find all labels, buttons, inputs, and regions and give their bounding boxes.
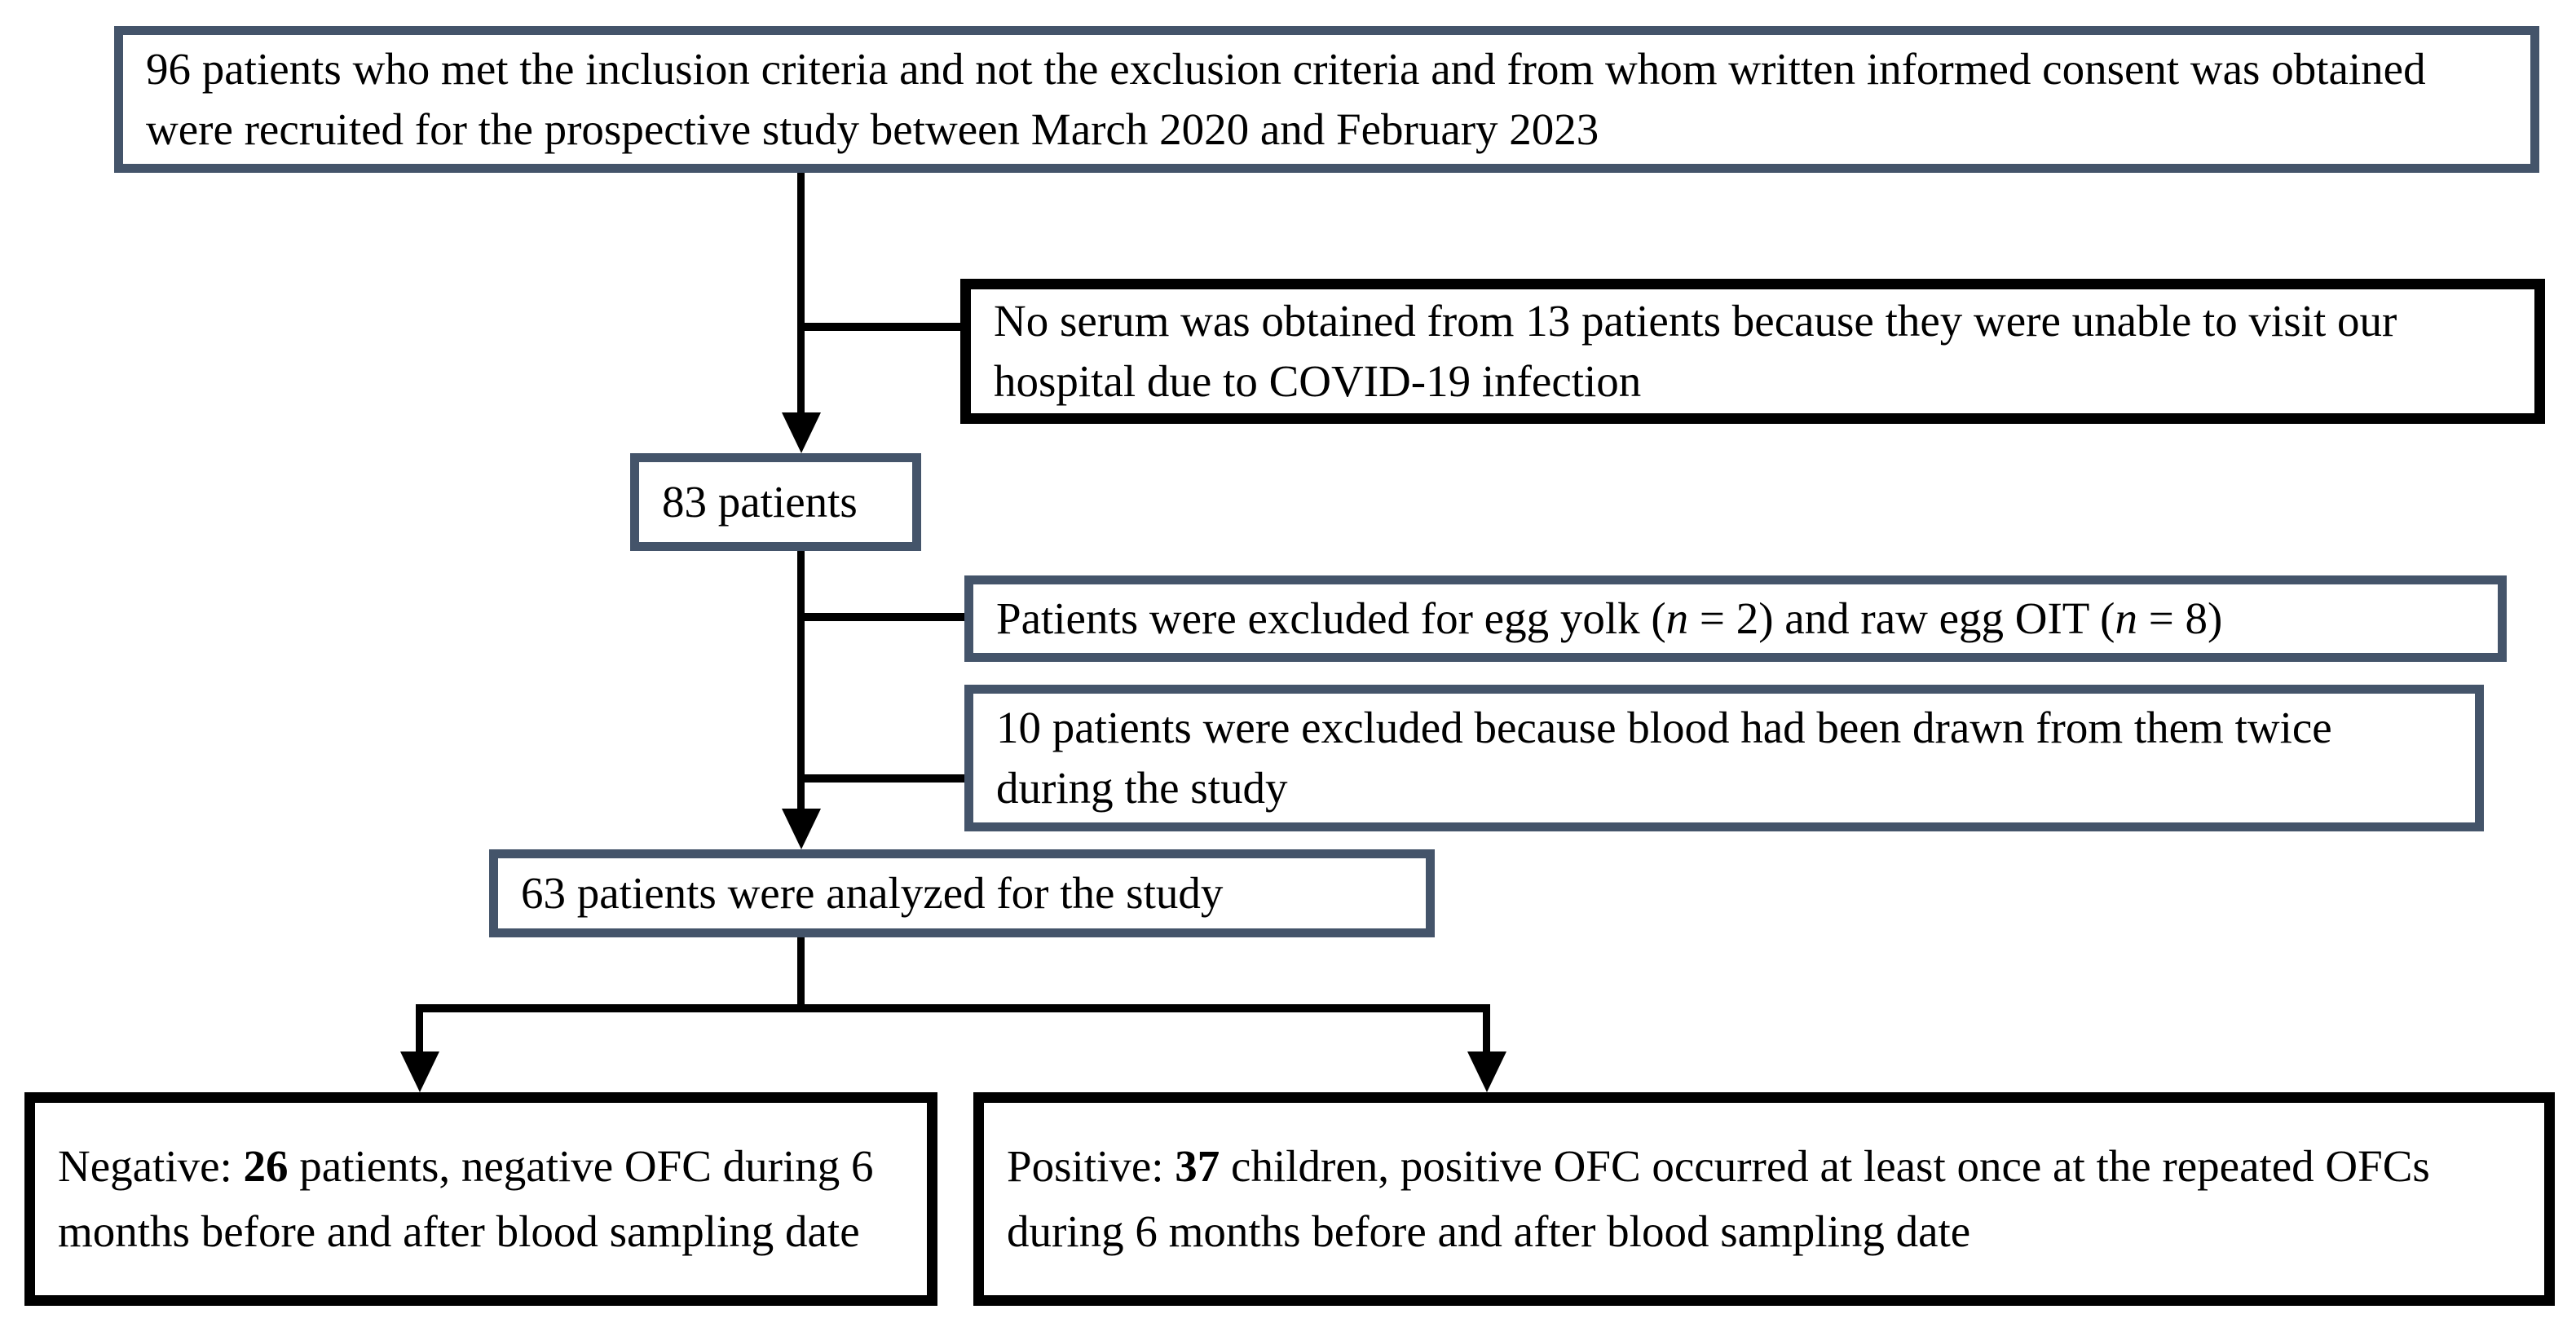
connector-bottom-vertical-line: [797, 937, 805, 1012]
arrow-down-icon: [400, 1051, 439, 1092]
positive-outcome-box: Positive: 37 children, positive OFC occu…: [973, 1092, 2555, 1306]
connector-egg-oit-branch-line: [801, 613, 966, 621]
recruited-patients-box: 96 patients who met the inclusion criter…: [114, 26, 2539, 173]
recruited-patients-text: 96 patients who met the inclusion criter…: [146, 44, 2426, 154]
blood-twice-exclusion-text: 10 patients were excluded because blood …: [996, 703, 2332, 813]
no-serum-exclusion-text: No serum was obtained from 13 patients b…: [994, 296, 2397, 406]
negative-outcome-box: Negative: 26 patients, negative OFC duri…: [24, 1092, 937, 1306]
egg-oit-exclusion-box: Patients were excluded for egg yolk (n =…: [964, 575, 2507, 662]
patients-83-box: 83 patients: [630, 453, 921, 551]
egg-oit-exclusion-text: Patients were excluded for egg yolk (n =…: [996, 593, 2223, 643]
blood-twice-exclusion-box: 10 patients were excluded because blood …: [964, 685, 2484, 831]
connector-negative-stub-line: [416, 1004, 423, 1051]
connector-no-serum-branch-line: [801, 323, 962, 331]
positive-outcome-text: Positive: 37 children, positive OFC occu…: [1007, 1141, 2430, 1256]
connector-middle-vertical-line: [797, 551, 805, 810]
arrow-down-icon: [782, 809, 821, 849]
no-serum-exclusion-box: No serum was obtained from 13 patients b…: [960, 279, 2545, 424]
connector-positive-stub-line: [1483, 1004, 1490, 1051]
patients-63-analyzed-text: 63 patients were analyzed for the study: [521, 868, 1224, 918]
patients-83-text: 83 patients: [662, 477, 858, 527]
arrow-down-icon: [782, 412, 821, 453]
arrow-down-icon: [1467, 1051, 1506, 1092]
negative-outcome-text: Negative: 26 patients, negative OFC duri…: [58, 1141, 874, 1256]
connector-blood-twice-branch-line: [801, 774, 966, 783]
connector-top-vertical-line: [797, 173, 805, 414]
connector-split-horizontal-line: [416, 1004, 1490, 1012]
patients-63-analyzed-box: 63 patients were analyzed for the study: [489, 849, 1435, 937]
